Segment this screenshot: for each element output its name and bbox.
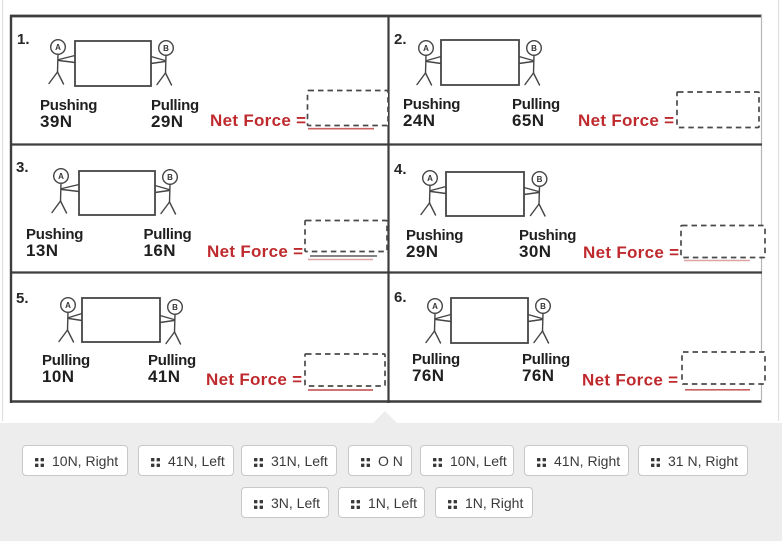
svg-text:B: B xyxy=(167,173,173,182)
svg-text:41N: 41N xyxy=(148,367,180,386)
svg-text:10N: 10N xyxy=(42,367,74,386)
svg-text:A: A xyxy=(58,172,64,181)
svg-text:B: B xyxy=(172,303,178,312)
svg-text:1.: 1. xyxy=(17,31,30,48)
svg-text:A: A xyxy=(432,302,438,311)
svg-text:29N: 29N xyxy=(151,112,183,131)
svg-text:5.: 5. xyxy=(16,290,29,307)
svg-text:76N: 76N xyxy=(522,366,554,385)
svg-text:Net Force =: Net Force = xyxy=(207,242,303,261)
svg-text:Pushing: Pushing xyxy=(403,96,460,113)
svg-text:76N: 76N xyxy=(412,366,444,385)
svg-text:Net Force =: Net Force = xyxy=(582,371,678,390)
svg-text:65N: 65N xyxy=(512,111,544,130)
svg-text:29N: 29N xyxy=(406,242,438,261)
svg-text:B: B xyxy=(163,44,169,53)
svg-text:Pulling: Pulling xyxy=(151,97,199,114)
svg-text:A: A xyxy=(427,174,433,183)
svg-text:Pulling: Pulling xyxy=(522,351,570,368)
svg-text:30N: 30N xyxy=(519,242,551,261)
svg-text:13N: 13N xyxy=(26,241,58,260)
svg-text:3.: 3. xyxy=(16,159,29,176)
svg-text:B: B xyxy=(540,302,546,311)
svg-text:Pulling: Pulling xyxy=(42,352,90,369)
svg-text:Net Force =: Net Force = xyxy=(583,243,679,262)
svg-text:Pulling: Pulling xyxy=(412,351,460,368)
svg-text:Pushing: Pushing xyxy=(40,97,97,114)
svg-text:Net Force =: Net Force = xyxy=(206,370,302,389)
svg-text:6.: 6. xyxy=(394,289,407,306)
svg-text:16N: 16N xyxy=(144,241,176,260)
svg-text:39N: 39N xyxy=(40,112,72,131)
svg-text:Pulling: Pulling xyxy=(512,96,560,113)
svg-text:Pushing: Pushing xyxy=(519,227,576,244)
svg-text:Pulling: Pulling xyxy=(144,226,192,243)
svg-text:2.: 2. xyxy=(394,31,407,48)
svg-text:Pushing: Pushing xyxy=(406,227,463,244)
svg-text:B: B xyxy=(531,44,537,53)
svg-text:Net Force =: Net Force = xyxy=(578,111,674,130)
svg-text:Pushing: Pushing xyxy=(26,226,83,243)
svg-text:B: B xyxy=(537,175,543,184)
svg-text:A: A xyxy=(55,43,61,52)
svg-text:Pulling: Pulling xyxy=(148,352,196,369)
svg-text:4.: 4. xyxy=(394,161,407,178)
svg-text:24N: 24N xyxy=(403,111,435,130)
svg-text:A: A xyxy=(65,301,71,310)
svg-text:Net Force =: Net Force = xyxy=(210,111,306,130)
svg-text:A: A xyxy=(423,44,429,53)
